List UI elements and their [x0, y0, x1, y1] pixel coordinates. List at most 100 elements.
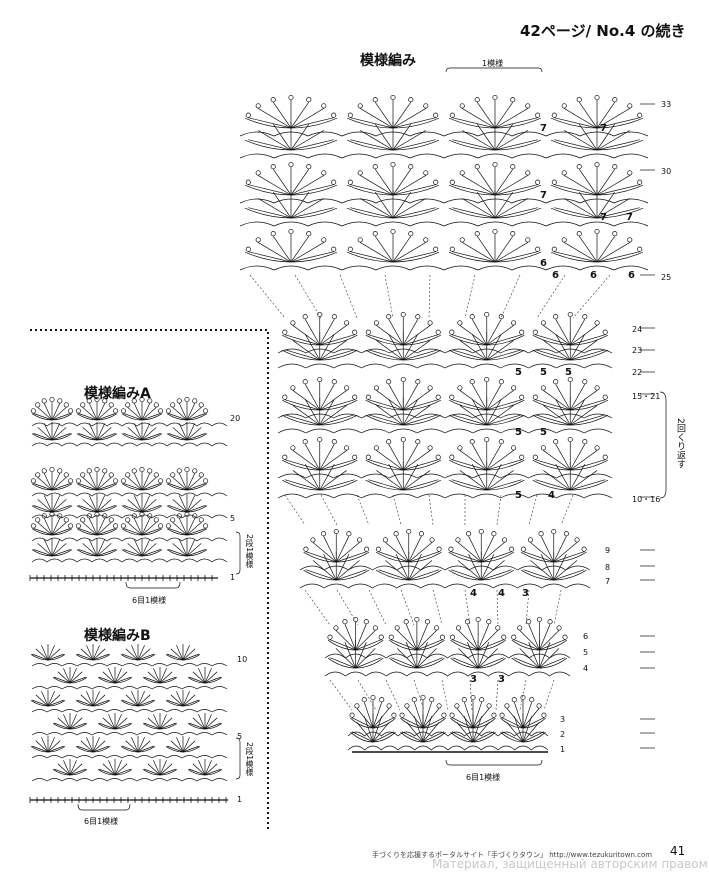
stitch-line: [522, 731, 545, 743]
picot-mark: [474, 97, 480, 103]
stitch-line: [137, 740, 151, 753]
stitch-line: [360, 175, 394, 196]
chain-arc: [120, 700, 156, 707]
stitch-line: [477, 642, 490, 669]
stitch-line: [319, 405, 347, 426]
stitch-line: [141, 403, 151, 421]
stitch-line: [47, 699, 64, 707]
stitch-line: [462, 108, 496, 129]
picot-mark: [547, 619, 553, 625]
stitch-line: [172, 407, 188, 421]
picot-mark: [372, 164, 378, 170]
picot-mark: [255, 170, 261, 176]
picot-mark: [498, 439, 504, 445]
stitch-line: [402, 319, 419, 346]
picot-mark: [390, 161, 396, 168]
picot-mark: [411, 697, 417, 703]
stitch-line: [477, 639, 504, 651]
stitch-line: [159, 668, 167, 684]
stitch-line: [96, 423, 106, 441]
stitch-line: [335, 630, 356, 651]
stitch-line: [368, 399, 404, 411]
guide-line: [528, 494, 538, 526]
stitch-line: [486, 470, 514, 491]
chain-arc: [142, 677, 178, 684]
stitch-line: [204, 671, 218, 684]
guide-line: [464, 274, 476, 319]
stitch-line: [51, 549, 71, 557]
stitch-line: [408, 569, 440, 581]
stitch-line: [290, 198, 324, 219]
picot-mark: [478, 528, 484, 535]
stitch-line: [88, 495, 98, 513]
picot-mark: [492, 228, 498, 235]
picot-mark: [347, 179, 353, 185]
stitch-line: [284, 479, 320, 491]
stitch-line: [125, 694, 139, 707]
stitch-line: [451, 731, 474, 743]
stitch-line: [570, 470, 598, 491]
stitch-line: [392, 191, 412, 219]
stitch-line: [596, 175, 630, 196]
stitch-line: [323, 554, 337, 581]
stitch-line: [54, 722, 71, 730]
chain-arc: [500, 731, 546, 743]
picot-mark: [245, 179, 251, 185]
stitch-line: [272, 168, 292, 196]
chain-arcs: [31, 709, 228, 713]
stitch-line: [494, 117, 538, 129]
stitch-line: [51, 495, 61, 513]
stitch-line: [176, 691, 184, 707]
stitch-line: [319, 479, 355, 491]
picot-mark: [153, 517, 159, 523]
chain-arc: [76, 433, 118, 441]
stitch-line: [363, 702, 374, 729]
picot-mark: [176, 513, 182, 519]
stitch-line: [471, 464, 488, 491]
picot-mark: [317, 376, 323, 383]
picot-mark: [627, 170, 633, 176]
stitch-line: [159, 768, 176, 776]
stitch-line: [108, 714, 116, 730]
picot-mark: [282, 454, 288, 460]
stitch-count: 7: [540, 123, 547, 134]
stitch-line: [513, 716, 524, 743]
chain-arc: [448, 569, 515, 581]
picot-mark: [35, 402, 41, 408]
chain-arcs: [299, 583, 591, 589]
picot-mark: [333, 528, 339, 535]
stitch-line: [528, 642, 540, 669]
stitch-line: [172, 477, 188, 491]
stitch-line: [486, 325, 514, 346]
chain-arc: [166, 433, 208, 441]
stitch-line: [376, 470, 404, 491]
stitch-line: [182, 645, 190, 661]
picot-mark: [404, 703, 410, 709]
chain-arc: [166, 528, 208, 536]
picot-mark: [486, 619, 492, 625]
chain-arcs: [324, 671, 571, 677]
stitch-line: [284, 414, 320, 426]
stitch-line: [141, 528, 161, 536]
picot-mark: [378, 634, 384, 640]
stitch-line: [51, 518, 61, 536]
repeat-bracket: [125, 581, 181, 589]
picot-mark: [449, 634, 456, 640]
stitch-line: [33, 528, 53, 536]
picot-mark: [153, 402, 159, 408]
stitch-line: [167, 653, 184, 661]
stitch-line: [153, 760, 161, 776]
picot-mark: [357, 537, 363, 543]
picot-mark: [484, 436, 490, 443]
picot-mark: [203, 408, 209, 414]
picot-mark: [290, 385, 296, 391]
picot-mark: [415, 314, 421, 320]
picot-mark: [498, 314, 504, 320]
stitch-line: [451, 399, 487, 411]
stitch-line: [392, 139, 436, 151]
stitch-line: [452, 207, 496, 219]
picot-mark: [435, 454, 441, 460]
chain-arc: [30, 700, 66, 707]
stitch-line: [401, 717, 424, 729]
